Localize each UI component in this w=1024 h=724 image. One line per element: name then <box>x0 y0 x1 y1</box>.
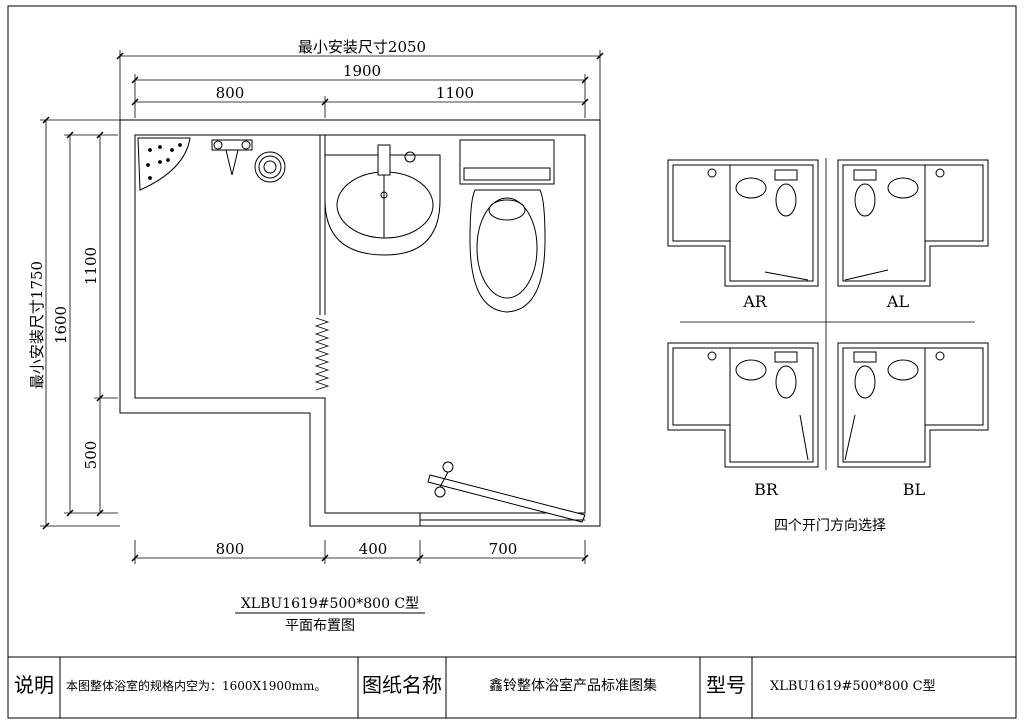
variant-label-br: BR <box>754 480 779 499</box>
dimension-lines <box>40 50 601 564</box>
variant-label-al: AL <box>886 292 910 311</box>
dim-bottom-left: 800 <box>216 540 245 558</box>
toilet-icon <box>459 139 555 313</box>
dim-bottom-mid: 400 <box>359 540 388 558</box>
variant-separators <box>680 158 975 470</box>
variant-bl-plan <box>837 342 989 468</box>
variant-br-plan <box>667 342 819 468</box>
variant-label-bl: BL <box>903 480 926 499</box>
dim-overall-depth: 1600 <box>52 306 70 344</box>
variant-label-ar: AR <box>742 292 768 311</box>
variant-al-plan <box>837 159 989 287</box>
entry-door <box>419 461 586 526</box>
model-value: XLBU1619#500*800 C型 <box>770 679 936 694</box>
title-block <box>8 656 1016 718</box>
drawing-frame <box>7 5 1017 719</box>
floor-drain-icon <box>254 151 286 183</box>
washbasin-icon <box>324 144 441 256</box>
dim-lower-depth: 500 <box>82 441 100 470</box>
plan-model-label: XLBU1619#500*800 C型 <box>241 596 419 612</box>
dim-right-width: 1100 <box>436 84 474 102</box>
dim-left-width: 800 <box>216 84 245 102</box>
model-label: 型号 <box>706 673 746 697</box>
variants-caption: 四个开门方向选择 <box>774 518 886 534</box>
variant-ar-plan <box>667 159 819 287</box>
note-label: 说明 <box>14 673 54 697</box>
drawing-name: 鑫铃整体浴室产品标准图集 <box>489 677 657 694</box>
dim-bottom-right: 700 <box>489 540 518 558</box>
plan-walls <box>119 119 601 527</box>
corner-shelf <box>137 137 191 191</box>
dimension-ticks <box>42 52 604 562</box>
shower-mixer-icon <box>211 139 253 176</box>
note-text: 本图整体浴室的规格内空为：1600X1900mm。 <box>66 678 326 693</box>
folding-partition <box>314 317 330 391</box>
drawing-name-label: 图纸名称 <box>362 673 442 697</box>
dim-overall-width: 1900 <box>343 62 381 80</box>
dim-upper-depth: 1100 <box>82 247 100 285</box>
dim-min-install-depth: 最小安装尺寸1750 <box>28 261 46 389</box>
dim-min-install-width: 最小安装尺寸2050 <box>298 38 426 56</box>
plan-caption: 平面布置图 <box>285 618 355 634</box>
